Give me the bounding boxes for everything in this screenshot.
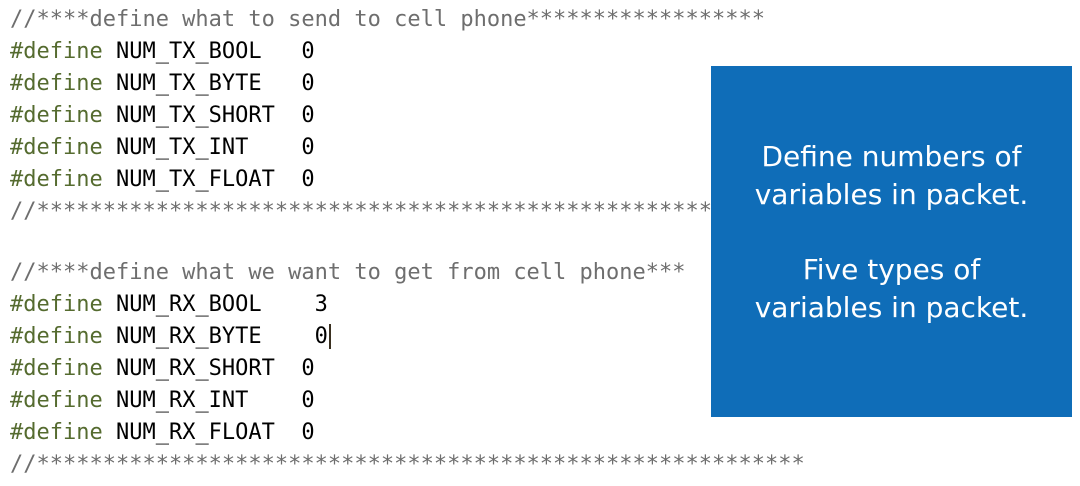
code-editor[interactable]: //****define what to send to cell phone*… — [10, 5, 1070, 481]
macro-name: NUM_TX_SHORT — [115, 103, 275, 128]
macro-name: NUM_RX_BYTE — [115, 324, 262, 349]
callout-paragraph-2: Five types of variables in packet. — [711, 251, 1072, 327]
macro-name: NUM_TX_INT — [115, 135, 249, 160]
code-line-rx-int: #define NUM_RX_INT 0 — [10, 386, 315, 416]
annotation-callout: Define numbers of variables in packet. F… — [711, 66, 1072, 417]
define-keyword: #define — [10, 167, 103, 192]
code-line-rx-byte: #define NUM_RX_BYTE 0 — [10, 322, 331, 352]
define-keyword: #define — [10, 356, 103, 381]
code-line-tx-bool: #define NUM_TX_BOOL 0 — [10, 37, 315, 67]
define-keyword: #define — [10, 292, 103, 317]
macro-value: 3 — [314, 292, 328, 317]
macro-value-with-text-cursor: 0 — [314, 324, 331, 349]
macro-name: NUM_TX_BOOL — [115, 39, 262, 64]
tx-header-comment: //****define what to send to cell phone*… — [10, 7, 765, 32]
define-keyword: #define — [10, 388, 103, 413]
rx-header-comment: //****define what we want to get from ce… — [10, 260, 686, 285]
macro-name: NUM_TX_BYTE — [115, 71, 262, 96]
define-keyword: #define — [10, 324, 103, 349]
macro-value: 0 — [301, 388, 315, 413]
macro-name: NUM_RX_BOOL — [115, 292, 262, 317]
spacing — [248, 135, 301, 160]
code-line-rx-float: #define NUM_RX_FLOAT 0 — [10, 418, 315, 448]
callout-line-1: Define numbers of — [761, 140, 1022, 173]
macro-value: 0 — [301, 71, 315, 96]
code-line-tx-short: #define NUM_TX_SHORT 0 — [10, 101, 315, 131]
spacing — [262, 39, 302, 64]
spacing — [262, 292, 315, 317]
define-keyword: #define — [10, 71, 103, 96]
macro-value: 0 — [301, 420, 315, 445]
macro-name: NUM_RX_INT — [115, 388, 249, 413]
macro-value: 0 — [301, 167, 315, 192]
define-keyword: #define — [10, 135, 103, 160]
tx-footer-comment: //**************************************… — [10, 199, 752, 224]
spacing — [275, 167, 302, 192]
define-keyword: #define — [10, 39, 103, 64]
spacing — [275, 356, 302, 381]
code-line-tx-int: #define NUM_TX_INT 0 — [10, 133, 315, 163]
callout-line-4: variables in packet. — [754, 291, 1029, 324]
callout-line-2: variables in packet. — [754, 178, 1029, 211]
macro-name: NUM_RX_SHORT — [115, 356, 275, 381]
code-line-tx-byte: #define NUM_TX_BYTE 0 — [10, 69, 315, 99]
rx-footer-comment: //**************************************… — [10, 452, 805, 477]
macro-value: 0 — [301, 39, 315, 64]
callout-paragraph-1: Define numbers of variables in packet. — [711, 138, 1072, 214]
code-line-tx-float: #define NUM_TX_FLOAT 0 — [10, 165, 315, 195]
macro-name: NUM_TX_FLOAT — [115, 167, 275, 192]
macro-value: 0 — [301, 103, 315, 128]
spacing — [248, 388, 301, 413]
spacing — [275, 103, 302, 128]
code-line-rx-short: #define NUM_RX_SHORT 0 — [10, 354, 315, 384]
spacing — [262, 71, 302, 96]
define-keyword: #define — [10, 420, 103, 445]
callout-line-3: Five types of — [802, 253, 981, 286]
macro-value: 0 — [301, 135, 315, 160]
code-line-rx-bool: #define NUM_RX_BOOL 3 — [10, 290, 328, 320]
spacing — [275, 420, 302, 445]
macro-value: 0 — [301, 356, 315, 381]
define-keyword: #define — [10, 103, 103, 128]
spacing — [262, 324, 315, 349]
macro-name: NUM_RX_FLOAT — [115, 420, 275, 445]
